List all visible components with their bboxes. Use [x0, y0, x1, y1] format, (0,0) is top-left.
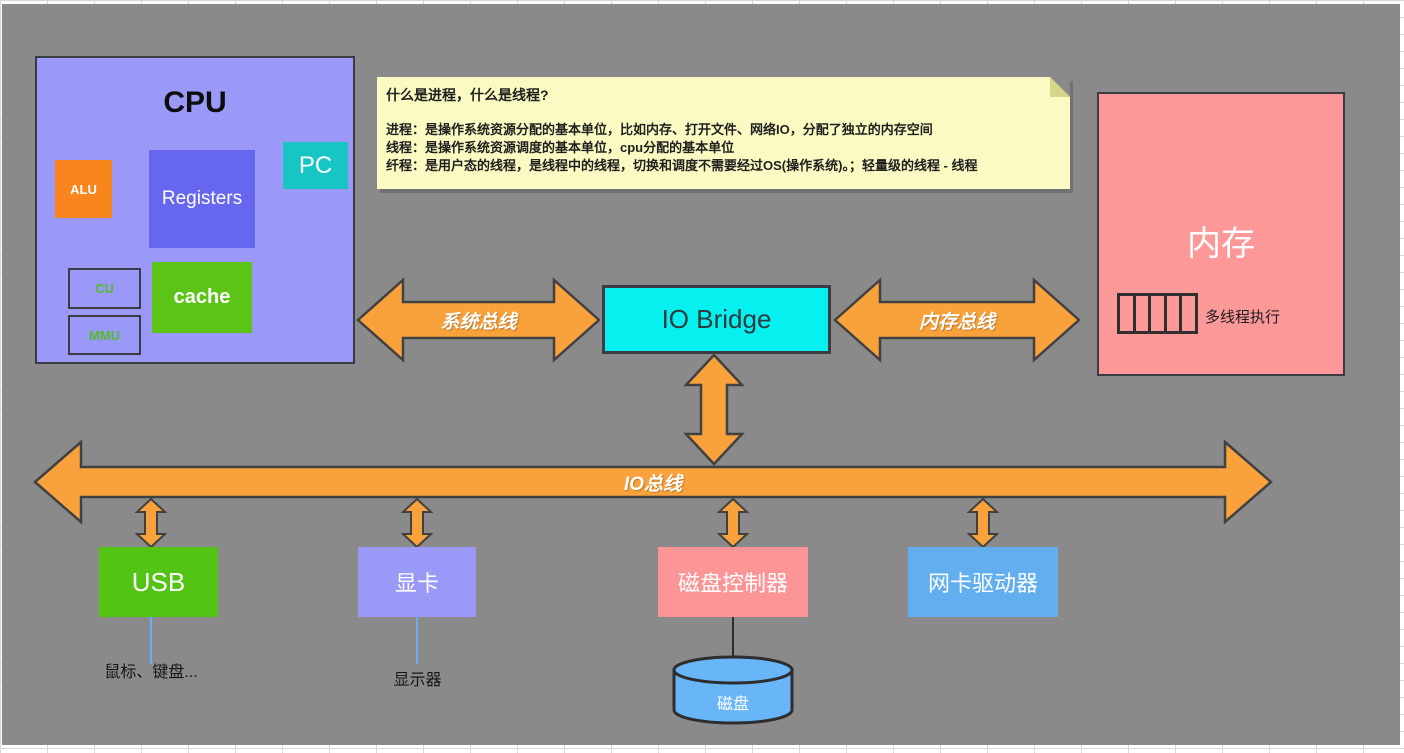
io-bridge-box: IO Bridge — [602, 285, 831, 354]
gpu-attach-line — [416, 617, 418, 664]
multithread-label: 多线程执行 — [1205, 309, 1281, 326]
cu-label: CU — [95, 281, 114, 296]
disk-controller-box: 磁盘控制器 — [658, 547, 808, 617]
nic-connector-arrow — [967, 498, 999, 548]
nic-box: 网卡驱动器 — [908, 547, 1058, 617]
disk-controller-label: 磁盘控制器 — [677, 571, 788, 596]
monitor-label: 显示器 — [393, 672, 442, 689]
note-body: 进程：是操作系统资源分配的基本单位，比如内存、打开文件、网络IO，分配了独立的内… — [386, 121, 1044, 175]
process-thread-note: 什么是进程，什么是线程? 进程：是操作系统资源分配的基本单位，比如内存、打开文件… — [377, 77, 1070, 189]
usb-box: USB — [99, 547, 218, 617]
registers-box: Registers — [149, 150, 255, 248]
alu-box: ALU — [55, 160, 112, 218]
io-bridge-label: IO Bridge — [661, 304, 772, 334]
note-title: 什么是进程，什么是线程? — [386, 87, 549, 103]
note-line-thread: 线程：是操作系统资源调度的基本单位，cpu分配的基本单位 — [386, 140, 735, 155]
mmu-label: MMU — [88, 327, 121, 343]
mmu-box: MMU — [68, 315, 141, 355]
note-line-fiber: 纤程：是用户态的线程，是线程中的线程，切换和调度不需要经过OS(操作系统)。；轻… — [386, 158, 978, 173]
bridge-to-iobus-arrow — [683, 353, 745, 466]
disk-cylinder-icon — [672, 655, 794, 725]
disk-controller-connector-arrow — [717, 498, 749, 548]
cpu-box: CPU ALU Registers PC CU MMU cache — [35, 56, 355, 364]
usb-connector-arrow — [135, 498, 167, 548]
pc-label: PC — [298, 151, 333, 179]
cu-box: CU — [68, 268, 141, 309]
mouse-keyboard-label: 鼠标、键盘... — [104, 664, 198, 681]
cache-box: cache — [152, 262, 252, 333]
multithread-table-icon — [1117, 293, 1198, 334]
usb-label: USB — [131, 566, 186, 597]
memory-bus-label: 内存总线 — [918, 311, 995, 333]
memory-title: 内存 — [1187, 225, 1255, 263]
pc-box: PC — [283, 142, 348, 189]
gpu-connector-arrow — [401, 498, 433, 548]
gpu-box: 显卡 — [358, 547, 476, 617]
memory-box: 内存 多线程执行 — [1097, 92, 1345, 376]
cache-label: cache — [173, 286, 231, 308]
system-bus-label: 系统总线 — [440, 311, 517, 333]
disk-label: 磁盘 — [716, 696, 749, 713]
usb-attach-line — [150, 617, 152, 664]
memory-bus-arrow — [833, 277, 1081, 363]
note-line-process: 进程：是操作系统资源分配的基本单位，比如内存、打开文件、网络IO，分配了独立的内… — [386, 122, 933, 137]
io-bus-label: IO总线 — [623, 474, 683, 495]
cpu-title: CPU — [163, 86, 227, 119]
alu-label: ALU — [70, 181, 97, 197]
disk-attach-line — [732, 617, 734, 659]
io-bus-arrow — [33, 439, 1273, 525]
diagram-canvas: CPU ALU Registers PC CU MMU cache 什么是 — [2, 4, 1400, 745]
registers-label: Registers — [161, 188, 243, 209]
nic-label: 网卡驱动器 — [927, 571, 1038, 596]
note-content: 什么是进程，什么是线程? 进程：是操作系统资源分配的基本单位，比如内存、打开文件… — [386, 86, 1044, 175]
gpu-label: 显卡 — [394, 571, 439, 596]
system-bus-arrow — [356, 277, 601, 363]
